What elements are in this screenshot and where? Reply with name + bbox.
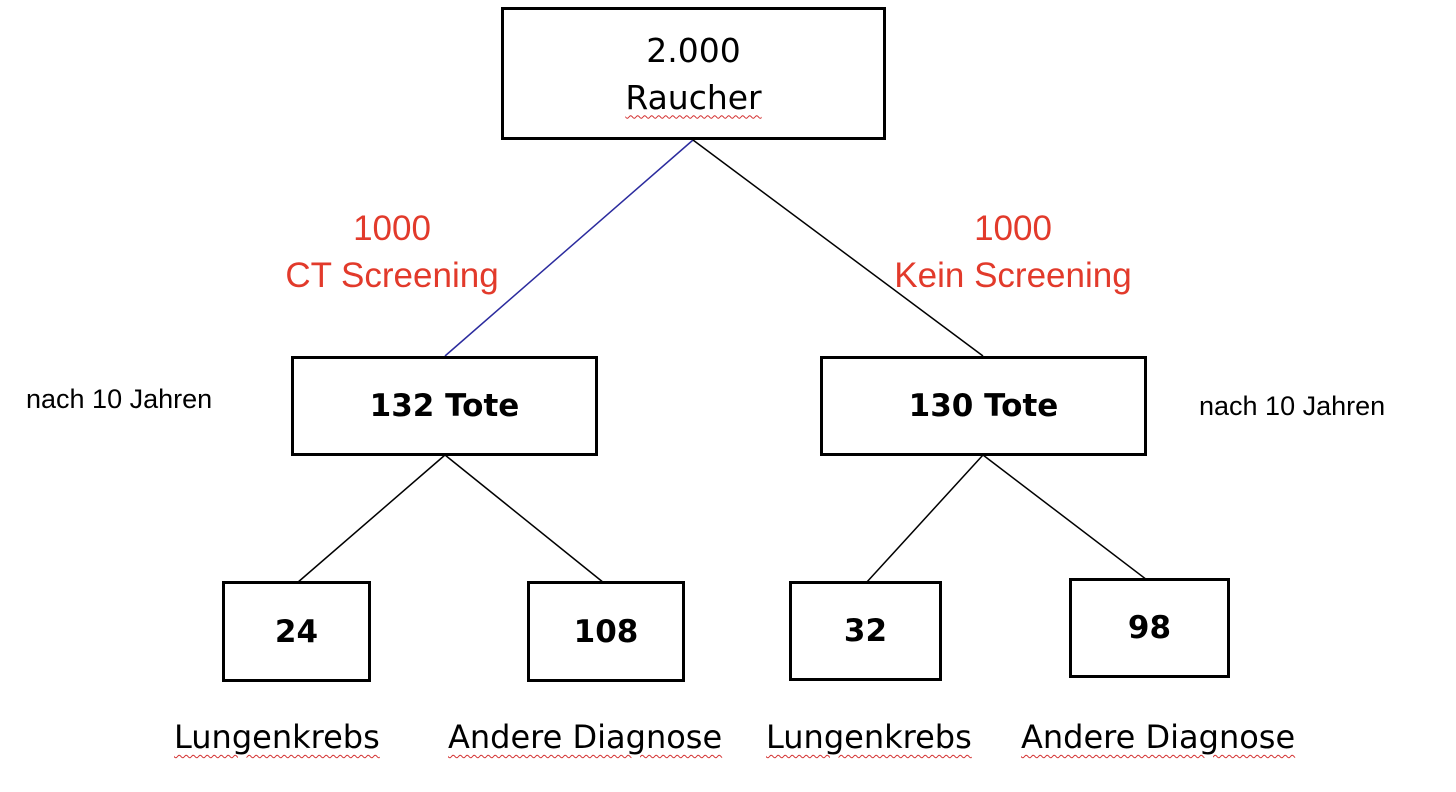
leaf-label-no-screening-other-text: Andere Diagnose [1021, 718, 1296, 756]
leaf-label-ct-other: Andere Diagnose [448, 718, 722, 756]
branch-no-screening-label: Kein Screening [894, 256, 1132, 295]
root-label-text: Raucher [625, 77, 762, 117]
deaths-node-no-screening: 130 Tote [820, 356, 1147, 456]
leaf-node-no-screening-other: 98 [1069, 578, 1230, 678]
leaf-node-no-screening-lung-cancer: 32 [789, 581, 942, 681]
period-label-right: nach 10 Jahren [1199, 391, 1386, 421]
deaths-node-ct: 132 Tote [291, 356, 598, 456]
connector-ct-to-lung-cancer [296, 454, 446, 584]
leaf-node-ct-lung-cancer: 24 [222, 581, 371, 682]
leaf-label-no-screening-lung-cancer: Lungenkrebs [766, 718, 972, 756]
leaf-ct-other-count: 108 [573, 613, 639, 650]
root-count: 2.000 [646, 30, 741, 70]
leaf-no-screening-other-count: 98 [1127, 610, 1172, 646]
deaths-ct-text: 132 Tote [369, 388, 520, 424]
connector-root-to-ct [444, 139, 694, 357]
branch-no-screening-count: 1000 [974, 209, 1052, 248]
leaf-node-ct-other: 108 [527, 581, 685, 682]
branch-label-ct: 1000 CT Screening [262, 205, 522, 299]
period-label-left: nach 10 Jahren [26, 384, 213, 414]
leaf-label-ct-lung-cancer: Lungenkrebs [174, 718, 380, 756]
connector-root-to-no-screening [692, 139, 984, 357]
connector-ct-to-other [444, 454, 605, 584]
deaths-no-screening-text: 130 Tote [908, 388, 1059, 424]
branch-ct-label: CT Screening [285, 256, 499, 295]
leaf-label-no-screening-lung-cancer-text: Lungenkrebs [766, 718, 972, 756]
root-label: Raucher [625, 74, 761, 121]
leaf-no-screening-lung-cancer-count: 32 [843, 613, 888, 649]
branch-ct-count: 1000 [353, 209, 431, 248]
branch-label-no-screening: 1000 Kein Screening [868, 205, 1158, 299]
leaf-label-no-screening-other: Andere Diagnose [1021, 718, 1295, 756]
root-node: 2.000 Raucher [501, 7, 886, 140]
leaf-label-ct-other-text: Andere Diagnose [448, 718, 723, 756]
leaf-label-ct-lung-cancer-text: Lungenkrebs [174, 718, 380, 756]
leaf-ct-lung-cancer-count: 24 [274, 613, 319, 650]
connector-no-screening-to-lung-cancer [865, 454, 984, 584]
connector-no-screening-to-other [982, 454, 1148, 581]
